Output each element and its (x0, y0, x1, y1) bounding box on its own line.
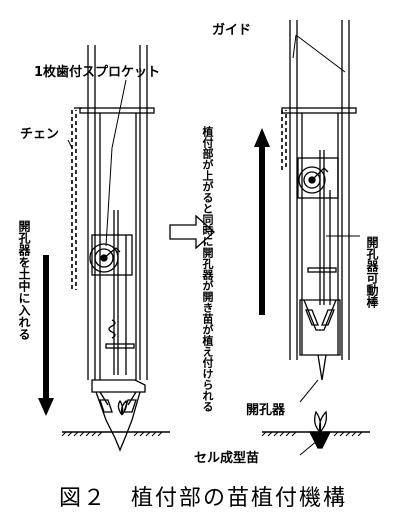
left-sprocket-housing (91, 234, 133, 276)
transition-arrow (169, 214, 215, 250)
left-top-bar (79, 107, 155, 114)
movable-rod-label: 開孔器可動棒 (365, 236, 379, 308)
right-assembly (261, 20, 370, 449)
up-arrow (254, 128, 270, 315)
left-seedling (117, 399, 128, 416)
down-arrow (38, 255, 54, 416)
insert-soil-label: 開孔器を土中に入れる (17, 220, 31, 340)
opener-label: 開孔器 (246, 403, 286, 418)
guide-label: ガイド (212, 23, 252, 38)
sprocket-label: 1枚歯付スプロケット (34, 65, 161, 80)
right-seedling (314, 410, 328, 433)
figure-caption: 図２ 植付部の苗植付機構 (58, 486, 347, 511)
left-assembly (61, 45, 170, 452)
chain-label: チェン (20, 127, 60, 142)
cell-seedling-label: セル成型苗 (194, 451, 260, 466)
rise-planting-label: 植付部が上がると同時に開孔器が開き苗が植え付けられる (201, 126, 214, 412)
left-opener-head (91, 379, 146, 393)
left-chain (71, 107, 82, 290)
